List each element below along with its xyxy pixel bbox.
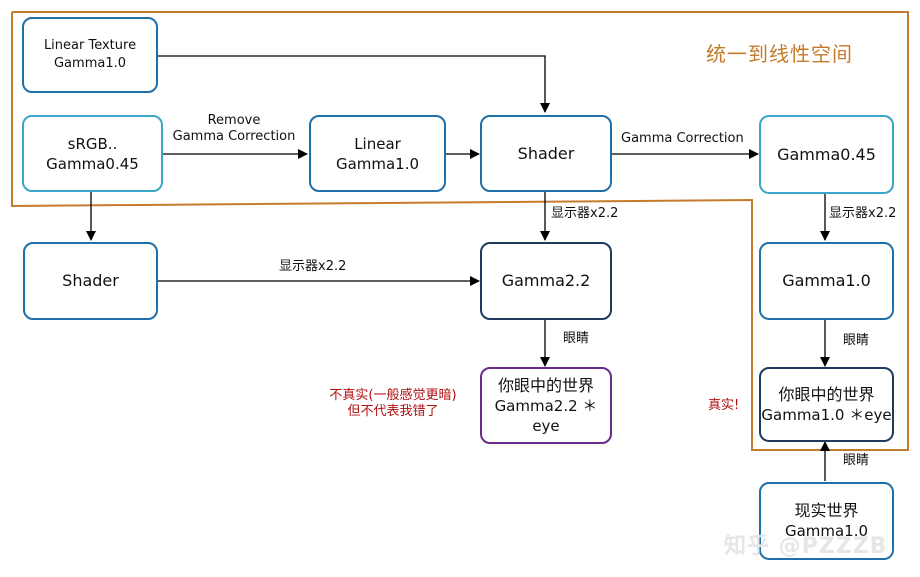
annotation-line: 但不代表我错了 xyxy=(347,404,439,419)
srgb-node: sRGB.. Gamma0.45 xyxy=(22,115,163,192)
node-label: Gamma2.2 ＊eye xyxy=(494,396,598,435)
node-label: Shader xyxy=(62,271,119,290)
node-label: Linear xyxy=(354,134,401,153)
node-label: Gamma1.0 xyxy=(784,522,869,540)
watermark: 知乎 @PZZZB xyxy=(724,534,888,559)
node-label: sRGB.. xyxy=(67,134,118,153)
node-label: 现实世界 xyxy=(794,501,859,520)
gamma-correction-label: Gamma Correction xyxy=(621,131,744,146)
real-world-node: 现实世界 Gamma1.0 xyxy=(759,482,894,560)
node-label: Gamma2.2 xyxy=(501,271,591,290)
node-label: 你眼中的世界 xyxy=(497,375,594,395)
gamma045-node: Gamma0.45 xyxy=(759,115,894,194)
display-label-left: 显示器x2.2 xyxy=(279,259,347,274)
shader-top-node: Shader xyxy=(480,115,612,192)
annotation-line: 不真实(一般感觉更暗) xyxy=(329,388,457,403)
node-label: Gamma1.0 ＊eye xyxy=(761,405,892,424)
edge-label-line: Gamma Correction xyxy=(172,129,296,144)
eyes-label-right: 眼睛 xyxy=(843,333,870,348)
shader-left-node: Shader xyxy=(23,242,158,320)
node-label: Gamma1.0 xyxy=(53,56,126,71)
eye-world-right-node: 你眼中的世界 Gamma1.0 ＊eye xyxy=(759,367,894,442)
display-label-right: 显示器x2.2 xyxy=(829,206,897,221)
node-label: Gamma1.0 xyxy=(335,154,420,173)
gamma10-node: Gamma1.0 xyxy=(759,242,894,320)
linear-space-region xyxy=(11,11,909,451)
real-annotation: 真实! xyxy=(708,398,740,413)
node-label: Gamma1.0 xyxy=(782,271,871,290)
remove-gamma-label: Remove Gamma Correction xyxy=(168,113,300,145)
display-label-mid: 显示器x2.2 xyxy=(551,206,619,221)
eyes-label-mid: 眼睛 xyxy=(563,331,590,346)
linear-node: Linear Gamma1.0 xyxy=(309,115,446,192)
linear-space-title: 统一到线性空间 xyxy=(706,42,853,66)
edge-texture-to-shader xyxy=(158,55,550,113)
eye-world-mid-node: 你眼中的世界 Gamma2.2 ＊eye xyxy=(480,367,612,444)
eyes-label-bottom: 眼睛 xyxy=(843,453,870,468)
linear-texture-node: Linear Texture Gamma1.0 xyxy=(22,17,158,93)
node-label: Gamma0.45 xyxy=(46,154,139,173)
node-label: 你眼中的世界 xyxy=(778,384,875,404)
edge-label-line: Remove xyxy=(207,113,261,128)
not-real-annotation: 不真实(一般感觉更暗) 但不代表我错了 xyxy=(318,388,468,420)
node-label: Shader xyxy=(517,143,575,163)
gamma22-node: Gamma2.2 xyxy=(480,242,612,320)
node-label: Gamma0.45 xyxy=(777,144,876,164)
node-label: Linear Texture xyxy=(43,38,137,53)
